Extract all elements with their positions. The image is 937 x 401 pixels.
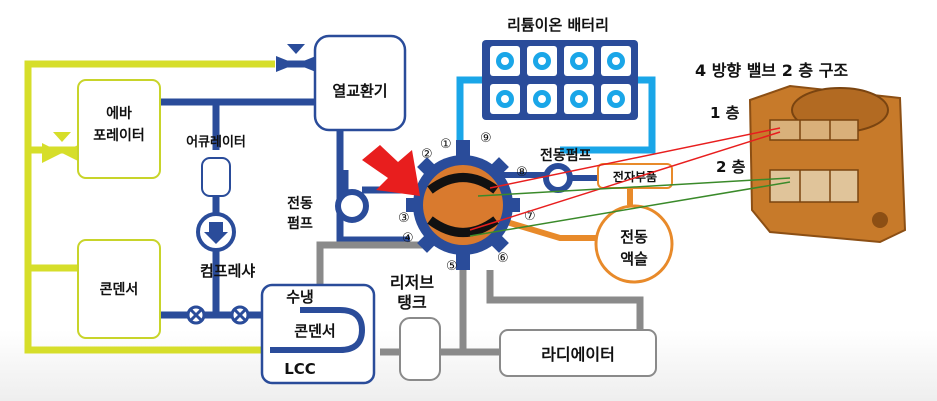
heat-exchanger-label: 열교환기 — [332, 82, 387, 100]
port-9: ⑨ — [480, 131, 492, 146]
battery-pack — [482, 40, 638, 120]
port-7: ⑦ — [524, 209, 536, 224]
battery-cell-icon — [527, 46, 557, 76]
battery-cells — [490, 46, 631, 114]
shutoff-valve-icon — [230, 305, 250, 325]
reservoir-tank — [399, 317, 441, 381]
compressor-label: 컴프레샤 — [200, 262, 255, 280]
port-6: ⑥ — [497, 251, 509, 266]
left-pump-label-2: 펌프 — [287, 215, 313, 232]
condenser-box — [77, 239, 161, 339]
pump-icon — [543, 163, 598, 193]
valve-photo — [748, 84, 907, 244]
battery-cell-icon — [527, 84, 557, 114]
port-5: ⑤ — [446, 259, 458, 274]
battery-label: 리튬이온 배터리 — [507, 16, 609, 34]
port-2: ② — [421, 147, 433, 162]
evaporator-box — [77, 79, 161, 179]
battery-cell-icon — [601, 46, 631, 76]
lcc-refrigerant-path — [270, 307, 366, 353]
reservoir-label-1: 리저브 — [390, 273, 434, 292]
compressor-icon — [196, 212, 236, 252]
evaporator-label-2: 포레이터 — [93, 127, 145, 144]
heater-box — [597, 163, 673, 189]
floor-gradient — [0, 330, 937, 401]
axle-label-2: 액슬 — [620, 250, 648, 268]
layer-2-label: 2 층 — [716, 158, 746, 176]
port-4: ④ — [402, 231, 414, 246]
evaporator-label-1: 에바 — [106, 106, 132, 122]
shutoff-valve-icon — [186, 305, 206, 325]
battery-cell-icon — [601, 84, 631, 114]
accumulator-label: 어큐레이터 — [186, 134, 246, 150]
battery-cell-icon — [490, 84, 520, 114]
battery-loop — [456, 76, 656, 154]
heat-exchanger-box — [313, 34, 407, 132]
port-labels: ① ② ③ ④ ⑤ ⑥ ⑦ ⑧ ⑨ — [398, 131, 536, 274]
reservoir-label-2: 탱크 — [397, 293, 427, 312]
heater-label: 전자부품 — [613, 169, 657, 184]
lcc-condenser-label: 콘덴서 — [294, 322, 335, 340]
layer-1-label: 1 층 — [710, 104, 740, 122]
battery-cell-icon — [564, 84, 594, 114]
accumulator-tank — [201, 157, 231, 197]
radiator-label: 라디에이터 — [541, 345, 615, 364]
refrigerant-loop — [24, 60, 300, 354]
right-pump-label: 전동펌프 — [540, 147, 592, 164]
lcc-label: LCC — [284, 360, 316, 378]
expansion-valve-icon — [276, 44, 316, 72]
condenser-label: 콘덴서 — [100, 282, 139, 298]
radiator-box — [499, 329, 657, 377]
axle-label-1: 전동 — [620, 228, 648, 246]
layer-1-connectors — [469, 127, 781, 231]
battery-cell-icon — [564, 46, 594, 76]
port-3: ③ — [398, 211, 410, 226]
layer-2-connectors — [469, 177, 791, 237]
port-8: ⑧ — [516, 165, 528, 180]
water-cooled-label: 수냉 — [286, 288, 314, 306]
red-arrow-icon — [362, 145, 420, 196]
port-1: ① — [440, 137, 452, 152]
valve-title: 4 방향 밸브 2 층 구조 — [695, 61, 848, 80]
pump-icon — [335, 189, 369, 223]
left-pump-label-1: 전동 — [287, 195, 313, 212]
electric-axle-circle — [594, 204, 674, 284]
battery-cell-icon — [490, 46, 520, 76]
